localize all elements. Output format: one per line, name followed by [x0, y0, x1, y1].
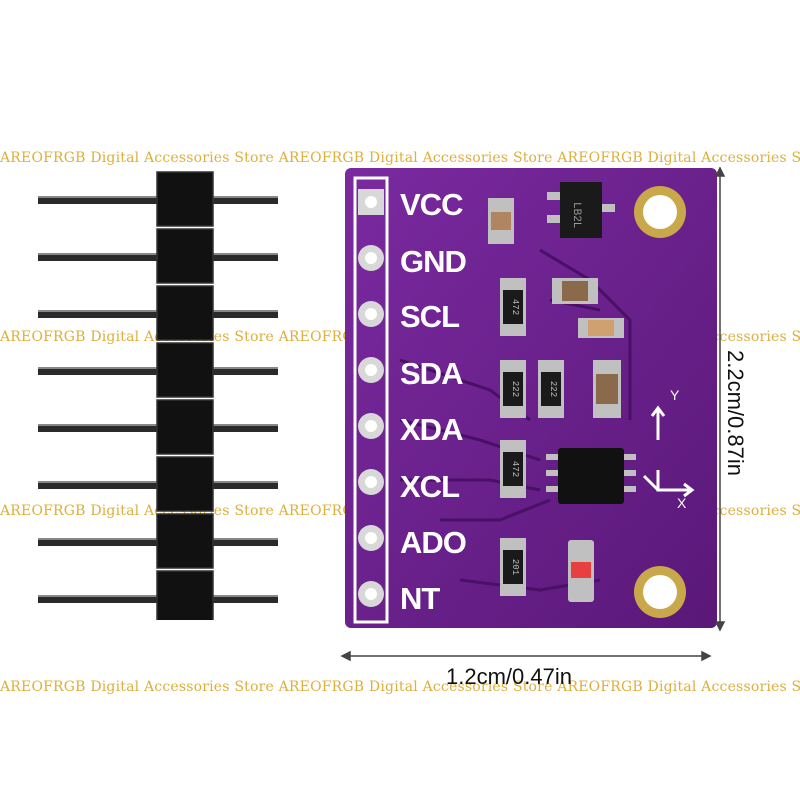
pin-label-vcc: VCC	[400, 187, 463, 222]
resistors: 472 222 222 472 201	[500, 278, 564, 596]
resistor-marking: 472	[510, 461, 520, 477]
axis-icon	[642, 405, 695, 498]
pin-label-nt: NT	[400, 581, 440, 616]
axis-y-label: Y	[670, 387, 680, 403]
sensor-board: 472 222 222 472 201 Y X LB2L	[345, 168, 717, 628]
accelerometer-ic	[558, 448, 624, 504]
resistor-marking: 222	[510, 381, 520, 397]
header-block	[156, 456, 214, 512]
header-block	[156, 285, 214, 341]
pin-label-scl: SCL	[400, 299, 460, 334]
resistor-marking: 201	[510, 559, 520, 575]
pin-label-gnd: GND	[400, 244, 467, 279]
header-block	[156, 342, 214, 398]
header-block	[156, 513, 214, 569]
pin-pads	[358, 189, 384, 607]
pin-label-xcl: XCL	[400, 469, 460, 504]
watermark-row: AREOFRGB Digital Accessories Store AREOF…	[0, 150, 800, 166]
header-plastic	[156, 171, 214, 620]
resistor-marking: 222	[548, 381, 558, 397]
watermark-row: AREOFRGB Digital Accessories Store AREOF…	[0, 679, 800, 695]
header-block	[156, 399, 214, 455]
resistor-marking: 472	[510, 299, 520, 315]
axis-x-label: X	[677, 495, 687, 511]
header-silkscreen	[353, 176, 389, 624]
pcb-body	[345, 168, 717, 628]
pin-header	[38, 171, 278, 620]
header-block	[156, 228, 214, 284]
header-block	[156, 570, 214, 620]
header-block	[156, 171, 214, 227]
pin-label-sda: SDA	[400, 356, 463, 391]
pin-label-ado: ADO	[400, 525, 467, 560]
regulator-chip	[560, 182, 602, 238]
chip-marking: LB2L	[570, 202, 582, 228]
pin-label-xda: XDA	[400, 412, 463, 447]
dimension-lines	[340, 166, 726, 662]
width-dimension: 1.2cm/0.47in	[446, 664, 572, 689]
height-dimension: 2.2cm/0.87in	[723, 350, 748, 476]
